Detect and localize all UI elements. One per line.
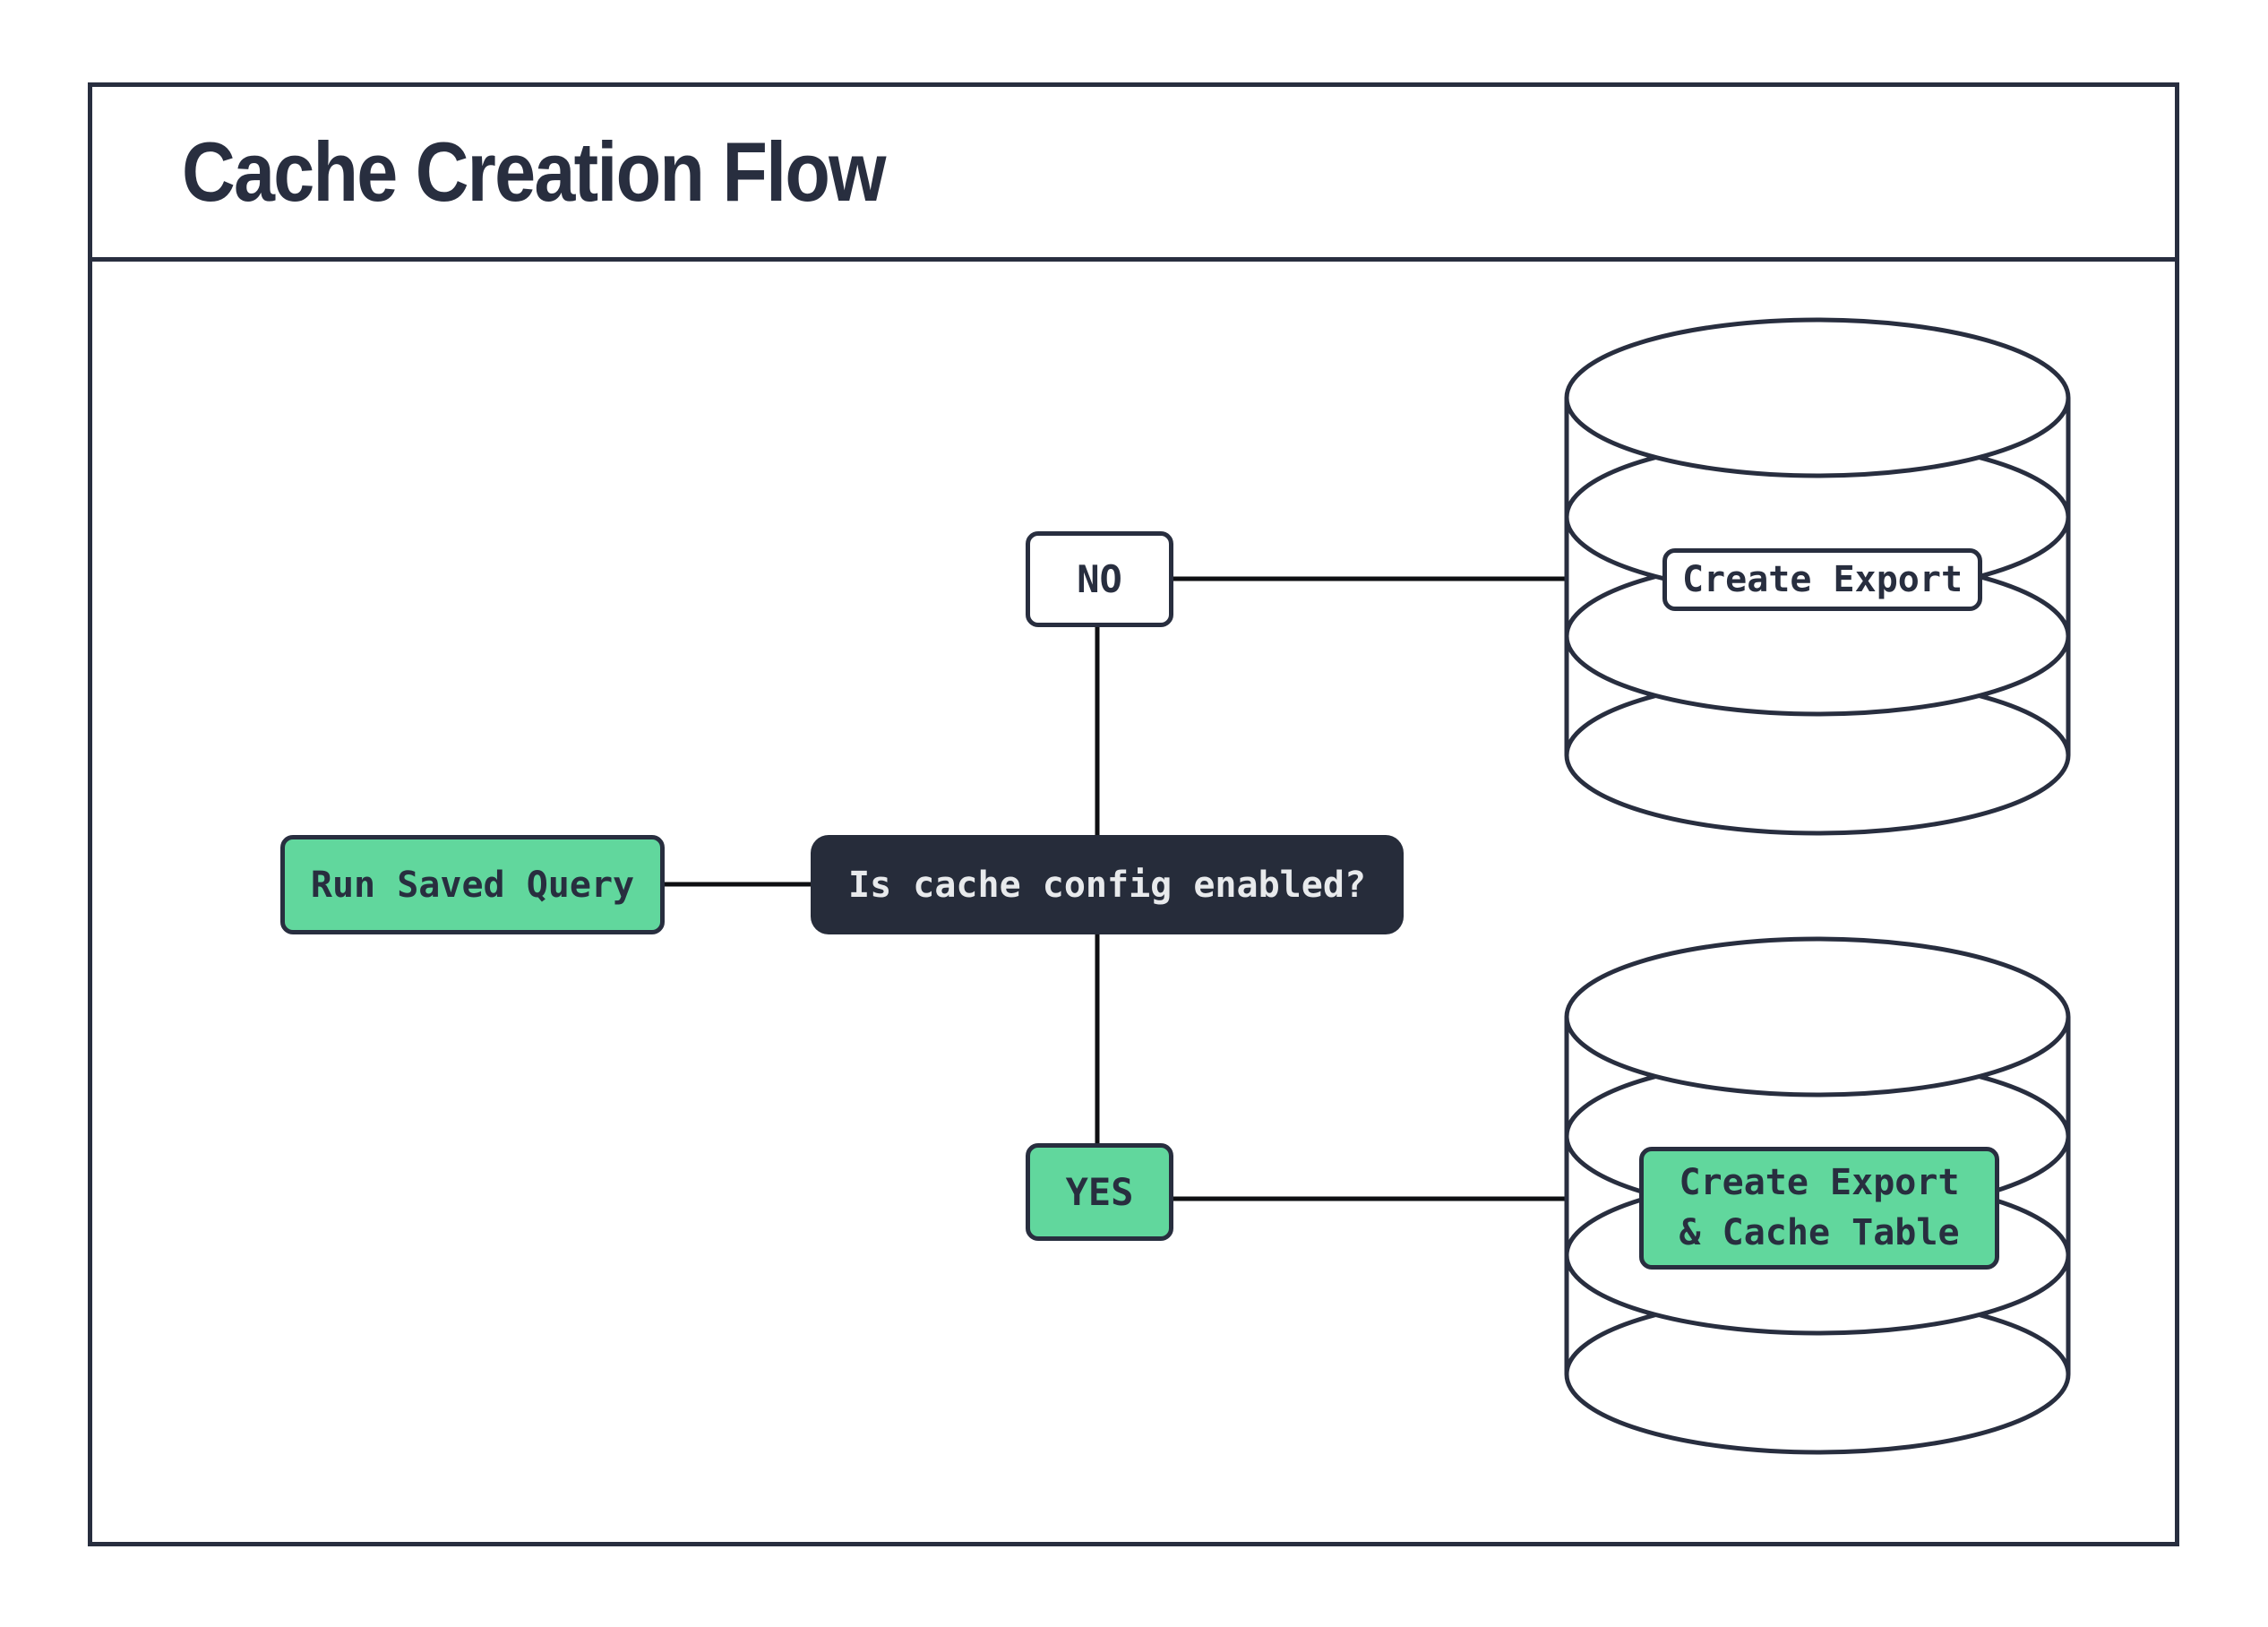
- page-title: Cache Creation Flow: [182, 125, 886, 219]
- node-branch-no-label: NO: [1077, 557, 1122, 601]
- node-create-export: Create Export: [1662, 548, 1982, 611]
- node-create-export-cache-table-line2: & Cache Table: [1679, 1211, 1960, 1253]
- title-band: Cache Creation Flow: [92, 87, 2175, 262]
- node-create-export-cache-table-line1: Create Export: [1679, 1162, 1960, 1204]
- node-create-export-label: Create Export: [1681, 559, 1963, 600]
- node-branch-yes: YES: [1026, 1143, 1173, 1241]
- node-cache-config-decision: Is cache config enabled?: [811, 835, 1404, 934]
- node-create-export-cache-table: Create Export & Cache Table: [1639, 1147, 1999, 1270]
- diagram-frame: Cache Creation Flow: [88, 82, 2179, 1546]
- node-run-saved-query: Run Saved Query: [280, 835, 665, 934]
- node-run-saved-query-label: Run Saved Query: [310, 864, 635, 906]
- node-branch-yes-label: YES: [1065, 1170, 1134, 1214]
- connector-lines: [665, 576, 1567, 1201]
- node-cache-config-decision-label: Is cache config enabled?: [848, 864, 1366, 906]
- node-branch-no: NO: [1026, 531, 1173, 627]
